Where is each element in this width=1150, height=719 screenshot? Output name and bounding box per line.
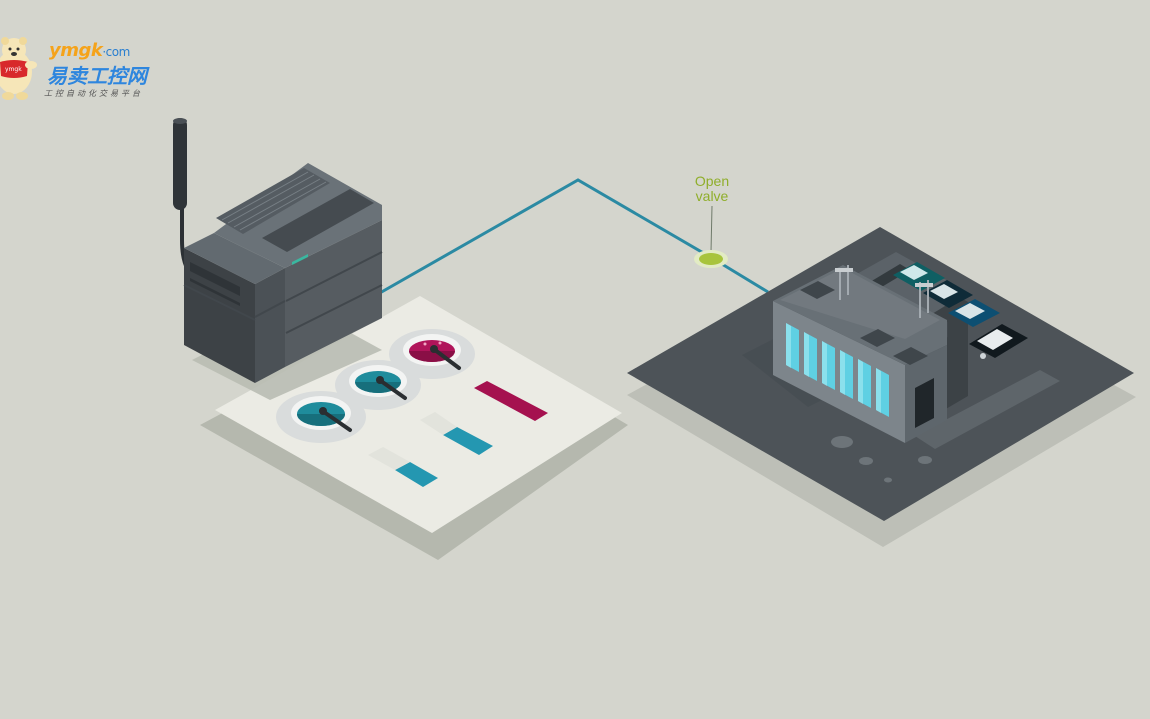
level-bar-high <box>474 381 548 421</box>
car-icon-4 <box>969 324 1028 359</box>
car-icon-3 <box>948 299 1000 327</box>
level-bar-low <box>395 462 438 487</box>
valve-pointer-line <box>710 205 713 253</box>
bar-shadow-mid <box>420 412 457 435</box>
level-bar-mid <box>443 427 493 455</box>
tank-icon-3 <box>389 329 475 379</box>
valve-label-line2: valve <box>695 188 729 204</box>
factory-building-icon <box>742 265 948 443</box>
brand-latin-name: ymgk <box>49 40 103 61</box>
plc-controller-icon <box>173 118 383 400</box>
car-icon-2 <box>923 280 973 308</box>
bar-shadow-low <box>368 447 410 470</box>
brand-tagline: 工控自动化交易平台 <box>44 89 143 98</box>
antenna-icon <box>173 118 187 210</box>
brand-latin: ymgk·com <box>49 40 130 61</box>
brand-domain: ·com <box>102 45 130 59</box>
brand-chinese: 易卖工控网 <box>47 64 147 88</box>
tank-icon-1 <box>276 391 366 443</box>
bear-mascot-icon: ymgk <box>0 37 37 100</box>
valve-label: Open valve <box>682 174 742 204</box>
mascot-shirt-text: ymgk <box>5 66 22 73</box>
valve-label-line1: Open <box>694 173 730 189</box>
tank-icon-2 <box>335 360 421 410</box>
pipeline <box>377 178 769 296</box>
valve-icon <box>699 253 723 265</box>
